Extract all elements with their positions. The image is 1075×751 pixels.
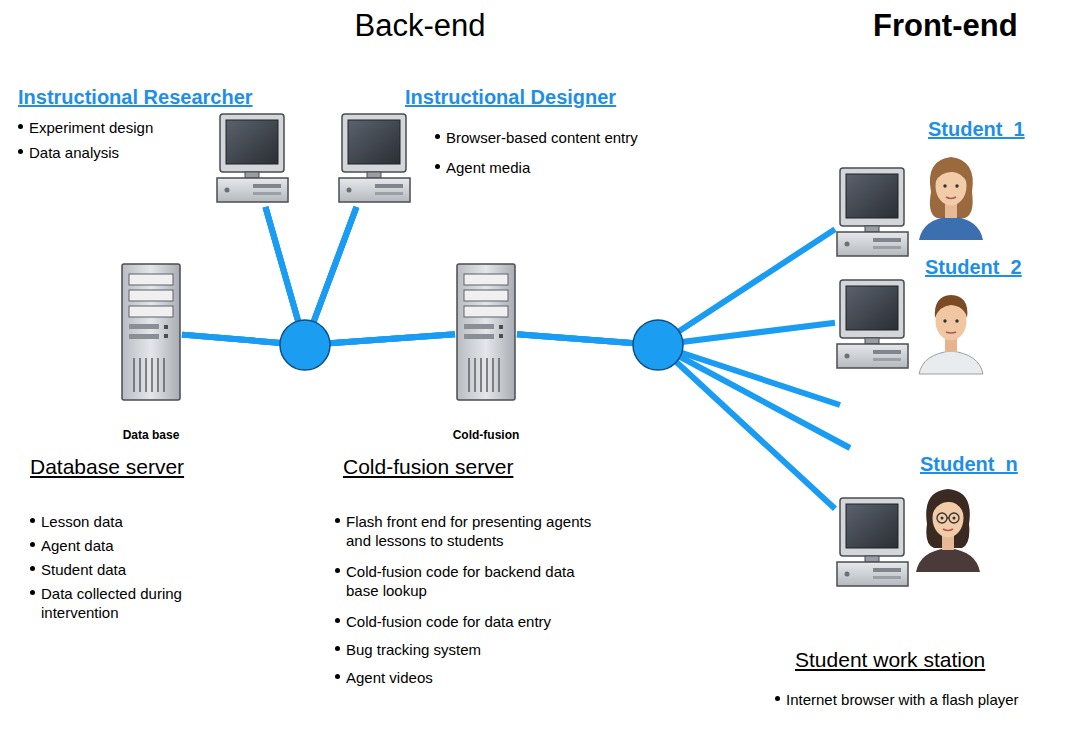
bullet-item: Student data	[30, 560, 126, 579]
bullet-item: Agent videos	[335, 668, 433, 687]
network-link	[305, 207, 455, 345]
workstation: Instructional ResearcherExperiment desig…	[215, 112, 290, 207]
bullet-item: Agent media	[435, 158, 530, 177]
bullet-item: Data analysis	[18, 143, 119, 162]
network-link	[658, 345, 850, 448]
role-heading: Instructional Researcher	[18, 86, 253, 109]
bullet-item: Cold-fusion code for backend data base l…	[335, 562, 596, 600]
connector-layer	[182, 207, 835, 509]
student-heading: Student_2	[925, 256, 1022, 279]
student-avatar	[919, 157, 983, 240]
student-station: Student_1	[835, 150, 990, 262]
network-hub	[633, 320, 683, 370]
server-heading: Database server	[30, 455, 184, 479]
student-heading: Student_1	[928, 118, 1025, 141]
role-heading: Instructional Designer	[405, 86, 616, 109]
server: Cold-fusionCold-fusion serverFlash front…	[455, 262, 517, 402]
section-title: Back-end	[355, 8, 486, 44]
server-heading: Cold-fusion server	[343, 455, 513, 479]
bullet-item: Experiment design	[18, 118, 153, 137]
server: Data baseDatabase serverLesson dataAgent…	[120, 262, 182, 402]
server-label: Cold-fusion	[453, 428, 520, 442]
bullet-item: Bug tracking system	[335, 640, 481, 659]
computer-icon	[339, 114, 410, 202]
server-tower-icon	[122, 264, 180, 400]
bullet-item: Data collected during intervention	[30, 584, 241, 622]
student-avatar	[916, 489, 980, 572]
student-station: Student_n	[835, 480, 990, 592]
computer-icon	[217, 114, 288, 202]
student-avatar	[919, 295, 983, 374]
server-label: Data base	[123, 428, 180, 442]
section-title: Front-end	[873, 8, 1018, 44]
network-link	[182, 207, 356, 345]
unconnected-links	[658, 345, 850, 448]
computer-icon	[837, 168, 908, 256]
student-heading: Student_n	[920, 453, 1018, 476]
bullet-item: Agent data	[30, 536, 114, 555]
bullet-item: Browser-based content entry	[435, 128, 638, 147]
computer-icon	[837, 280, 908, 368]
network-hub	[280, 320, 330, 370]
bullet-item: Flash front end for presenting agents an…	[335, 512, 596, 550]
student-station: Student_2	[835, 278, 990, 374]
station-heading: Student work station	[795, 648, 985, 672]
bullet-item: Lesson data	[30, 512, 123, 531]
bullet-item: Internet browser with a flash player	[775, 690, 1075, 709]
workstation: Instructional DesignerBrowser-based cont…	[337, 112, 412, 207]
server-tower-icon	[457, 264, 515, 400]
computer-icon	[837, 498, 908, 586]
bullet-item: Cold-fusion code for data entry	[335, 612, 551, 631]
